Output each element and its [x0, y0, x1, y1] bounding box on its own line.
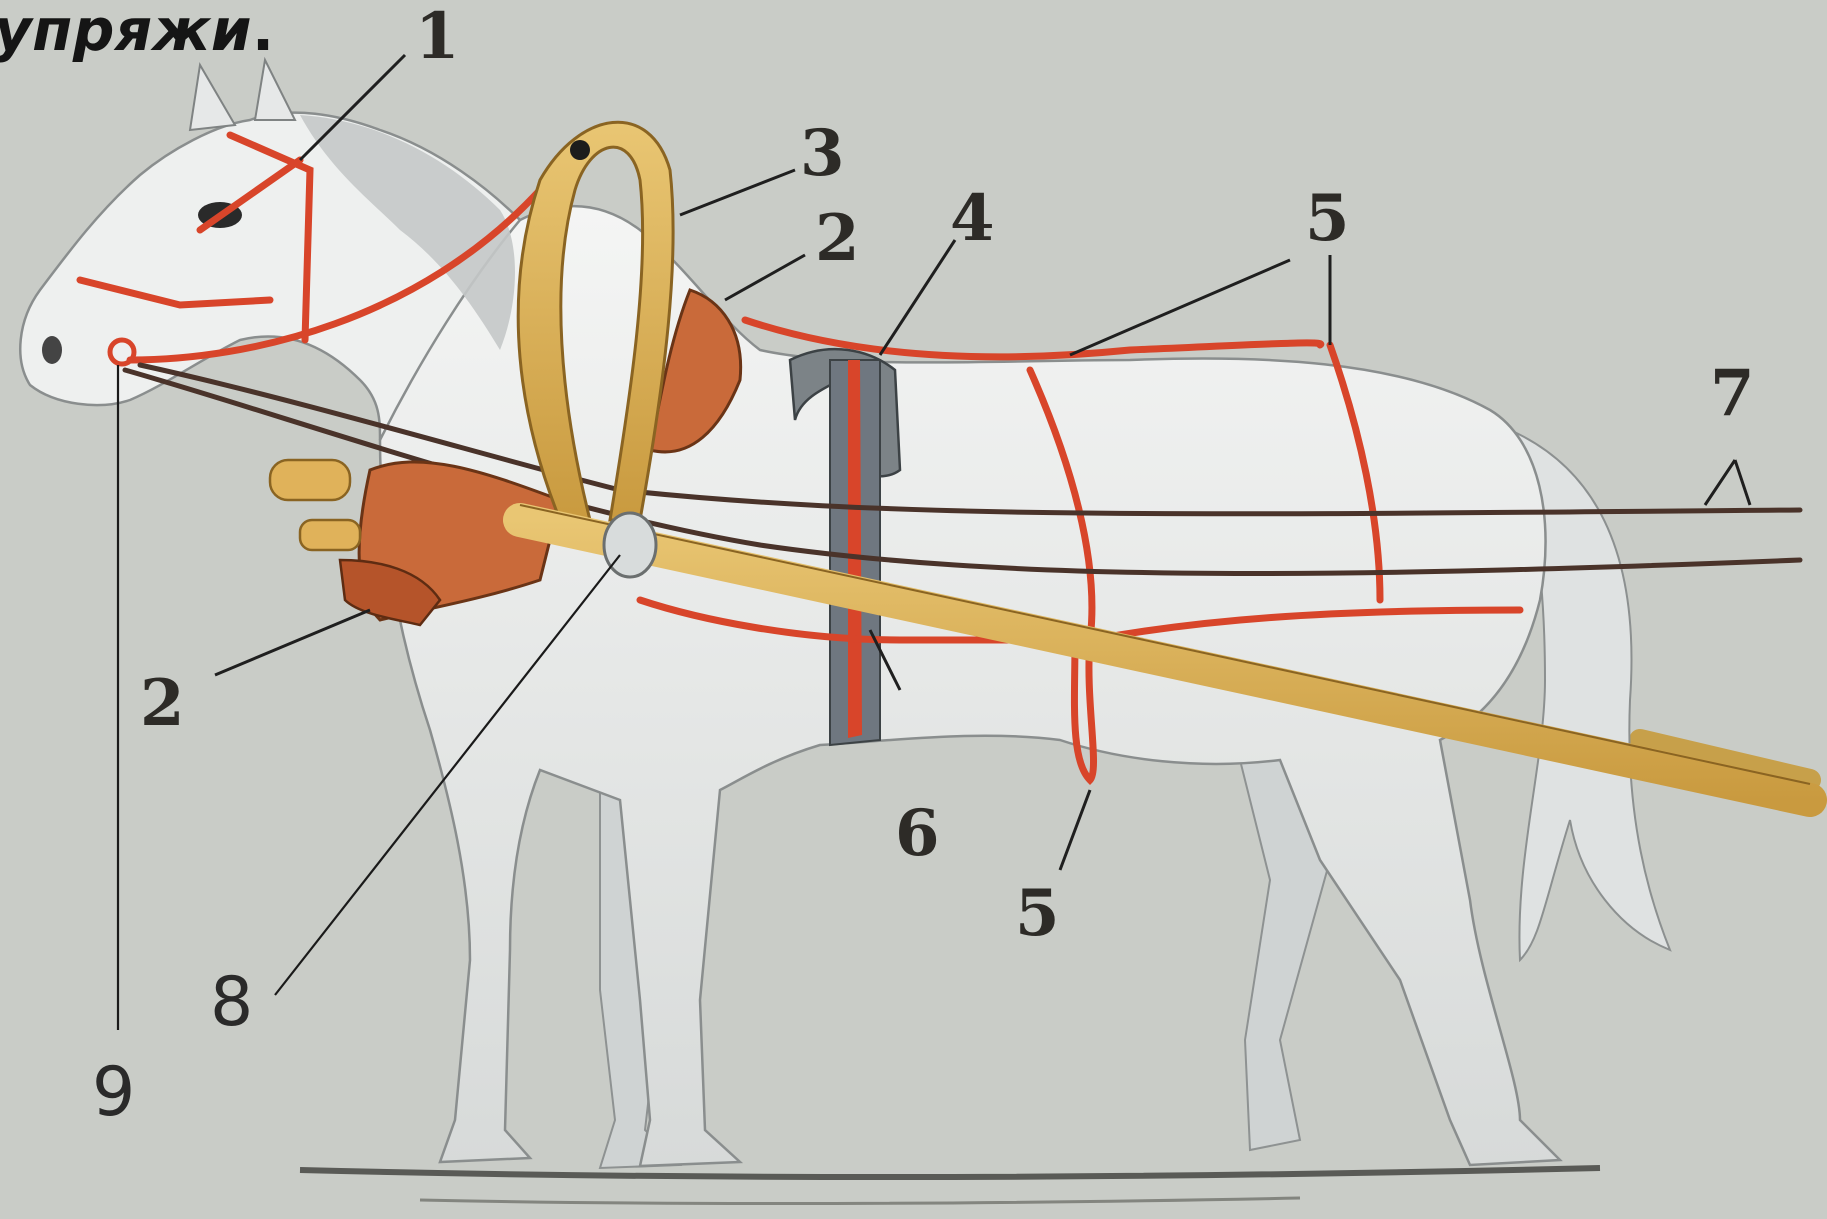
bow-ring — [570, 140, 590, 160]
label-2-lower: 2 — [140, 666, 185, 741]
ground-shadow — [300, 1168, 1600, 1204]
label-8: 8 — [210, 963, 253, 1042]
label-9: 9 — [92, 1053, 135, 1132]
label-1: 1 — [415, 0, 460, 74]
label-5-lower: 5 — [1015, 876, 1060, 951]
label-5-upper: 5 — [1305, 181, 1350, 256]
label-4: 4 — [950, 181, 995, 256]
label-7: 7 — [1710, 356, 1755, 431]
ears — [190, 60, 295, 130]
girth-stripe — [848, 360, 862, 738]
label-6: 6 — [895, 796, 940, 871]
nostril — [42, 336, 62, 364]
label-2-upper: 2 — [815, 201, 860, 276]
shaft-loop — [604, 513, 656, 577]
label-3: 3 — [800, 116, 845, 191]
